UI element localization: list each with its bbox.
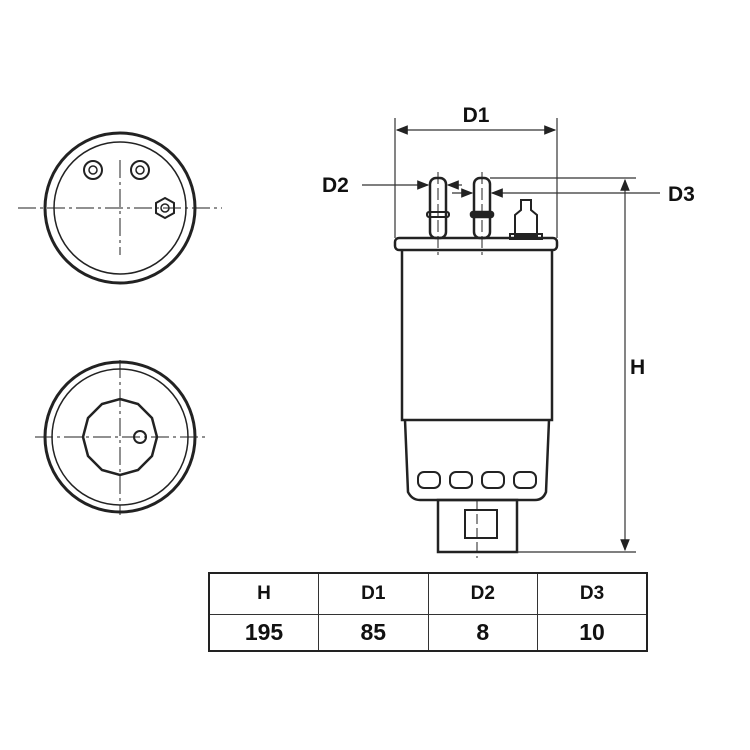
dimension-lines [362, 118, 660, 553]
top-view [18, 131, 222, 285]
side-view [393, 172, 559, 558]
header-d1: D1 [318, 572, 429, 615]
value-d2: 8 [427, 614, 538, 652]
d3-label: D3 [668, 183, 695, 206]
table-header-row: H D1 D2 D3 [208, 572, 648, 615]
table-row: 195 85 8 10 [208, 614, 648, 652]
value-d1: 85 [318, 614, 429, 652]
dimensions-table: H D1 D2 D3 195 85 8 10 [208, 572, 648, 652]
value-d3: 10 [537, 614, 648, 652]
header-d2: D2 [427, 572, 538, 615]
bottom-view [35, 360, 205, 515]
header-h: H [208, 572, 319, 615]
d2-label: D2 [322, 174, 349, 197]
h-label: H [630, 356, 645, 379]
header-d3: D3 [537, 572, 648, 615]
value-h: 195 [208, 614, 319, 652]
d1-label: D1 [463, 104, 490, 127]
